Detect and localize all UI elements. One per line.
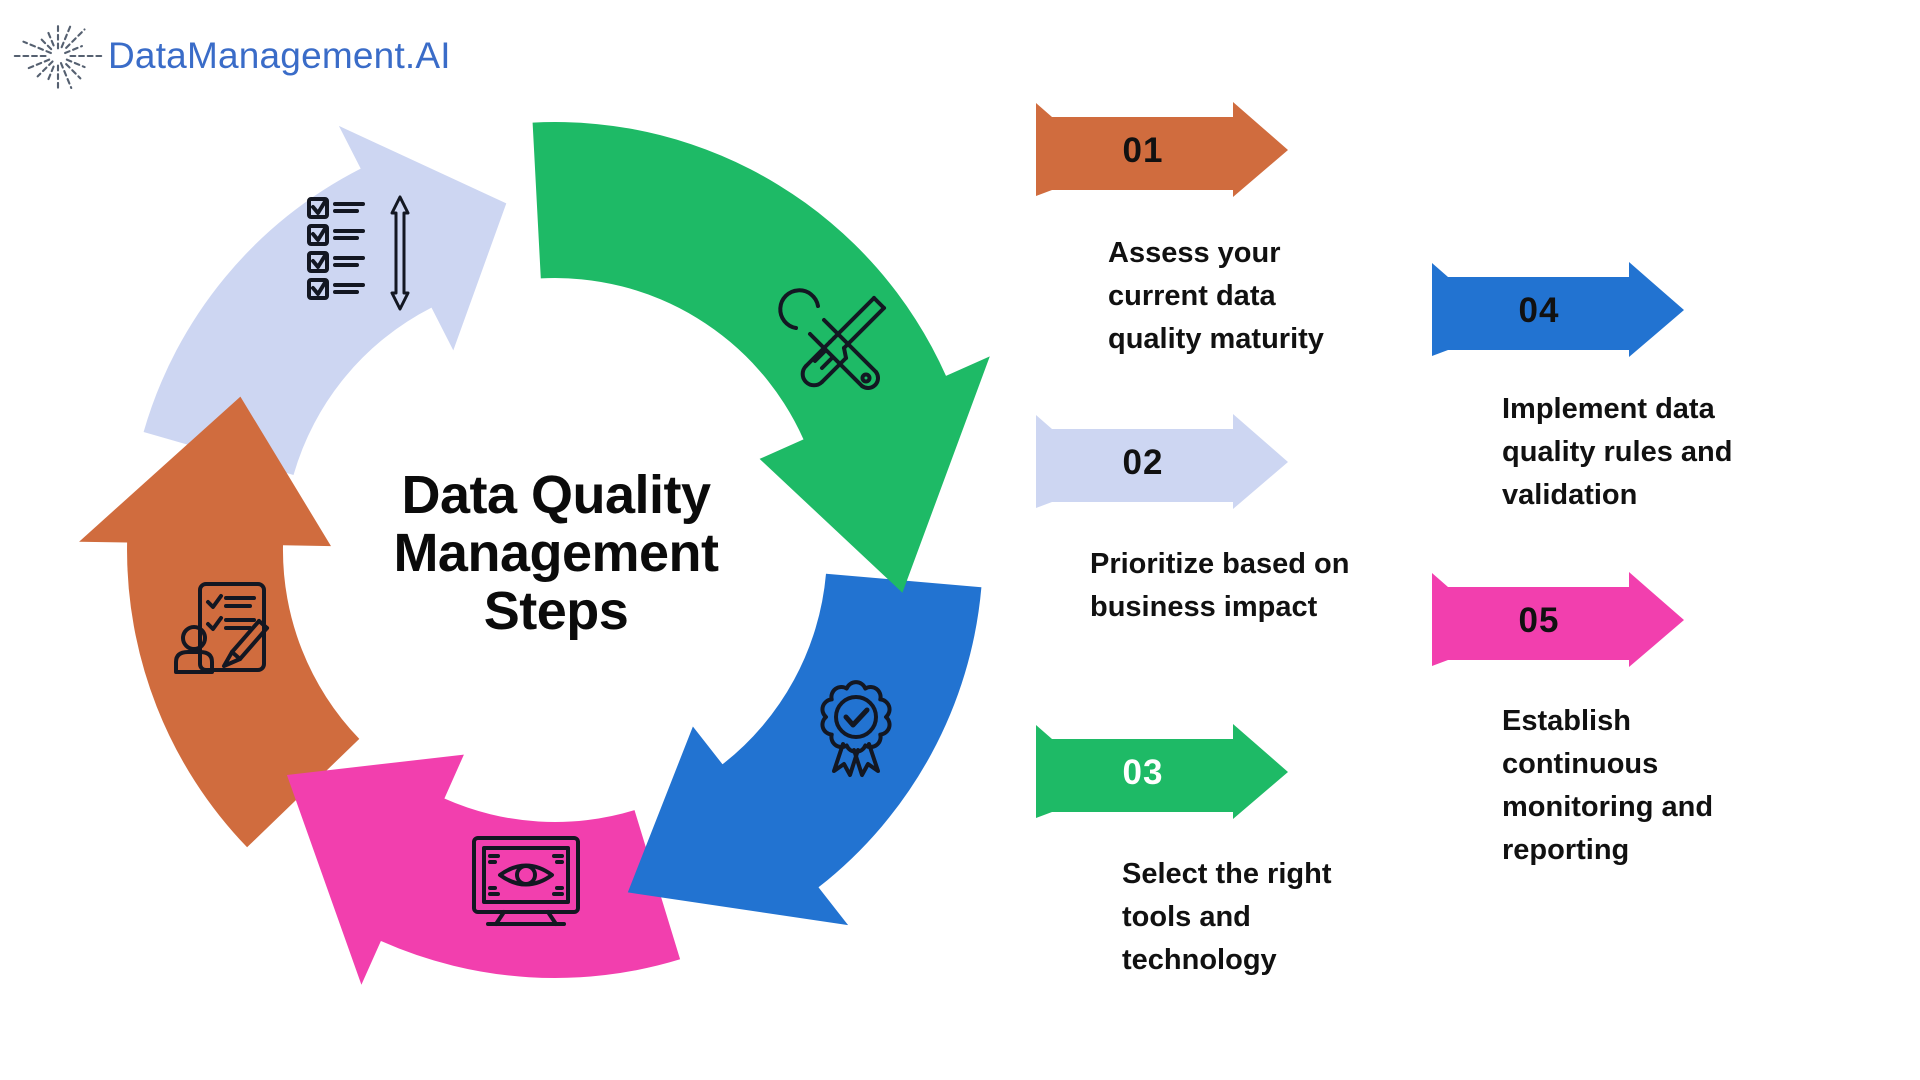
starburst-ray <box>22 40 52 55</box>
step-03-banner-shape <box>1036 724 1288 819</box>
step-05-number: 05 <box>1519 601 1560 640</box>
cycle-segment-tools <box>532 122 990 593</box>
step-02-banner-shape <box>1036 414 1288 509</box>
cycle-segment-prioritize <box>143 125 507 476</box>
step-05-banner: 05 <box>1432 572 1684 667</box>
starburst-ray <box>45 28 55 47</box>
starburst-ray <box>36 60 54 78</box>
step-04-banner: 04 <box>1432 262 1684 357</box>
step-01-banner: 01 <box>1036 102 1288 197</box>
wrench-screwdriver-icon <box>776 286 896 406</box>
step-02-banner: 02 <box>1036 414 1288 509</box>
starburst-ray <box>60 22 73 49</box>
cycle-segment-implement <box>627 573 982 926</box>
step-02-description: Prioritize based on business impact <box>1090 548 1350 623</box>
step-02-number: 02 <box>1123 443 1164 482</box>
step-01-banner-shape <box>1036 102 1288 197</box>
checklist-sort-icon <box>303 193 423 313</box>
starburst-ray <box>38 36 53 51</box>
starburst-ray <box>59 62 73 90</box>
step-03-banner: 03 <box>1036 724 1288 819</box>
step-04-description: Implement data quality rules and validat… <box>1502 393 1733 511</box>
person-checklist-icon <box>166 576 286 696</box>
starburst-ray <box>65 58 86 69</box>
step-01-description: Assess your current data quality maturit… <box>1108 237 1324 355</box>
starburst-ray <box>65 28 86 49</box>
starburst-ray <box>65 63 82 80</box>
step-03-number: 03 <box>1123 753 1164 792</box>
starburst-ray <box>64 45 83 55</box>
starburst-ray <box>47 65 55 81</box>
brand-name: DataManagement.AI <box>108 35 451 76</box>
starburst-ray <box>27 58 51 70</box>
step-05-banner-shape <box>1432 572 1684 667</box>
step-01-number: 01 <box>1123 131 1164 170</box>
diagram-title: Data Quality Management Steps <box>393 465 719 641</box>
starburst-icon <box>12 22 104 90</box>
monitor-eye-icon <box>466 820 586 940</box>
step-04-number: 04 <box>1519 291 1560 330</box>
step-05-description: Establish continuous monitoring and repo… <box>1502 705 1714 866</box>
brand-logo: DataManagement.AI <box>10 8 451 104</box>
step-03-description: Select the right tools and technology <box>1122 858 1332 976</box>
step-04-banner-shape <box>1432 262 1684 357</box>
award-check-icon <box>796 665 916 785</box>
